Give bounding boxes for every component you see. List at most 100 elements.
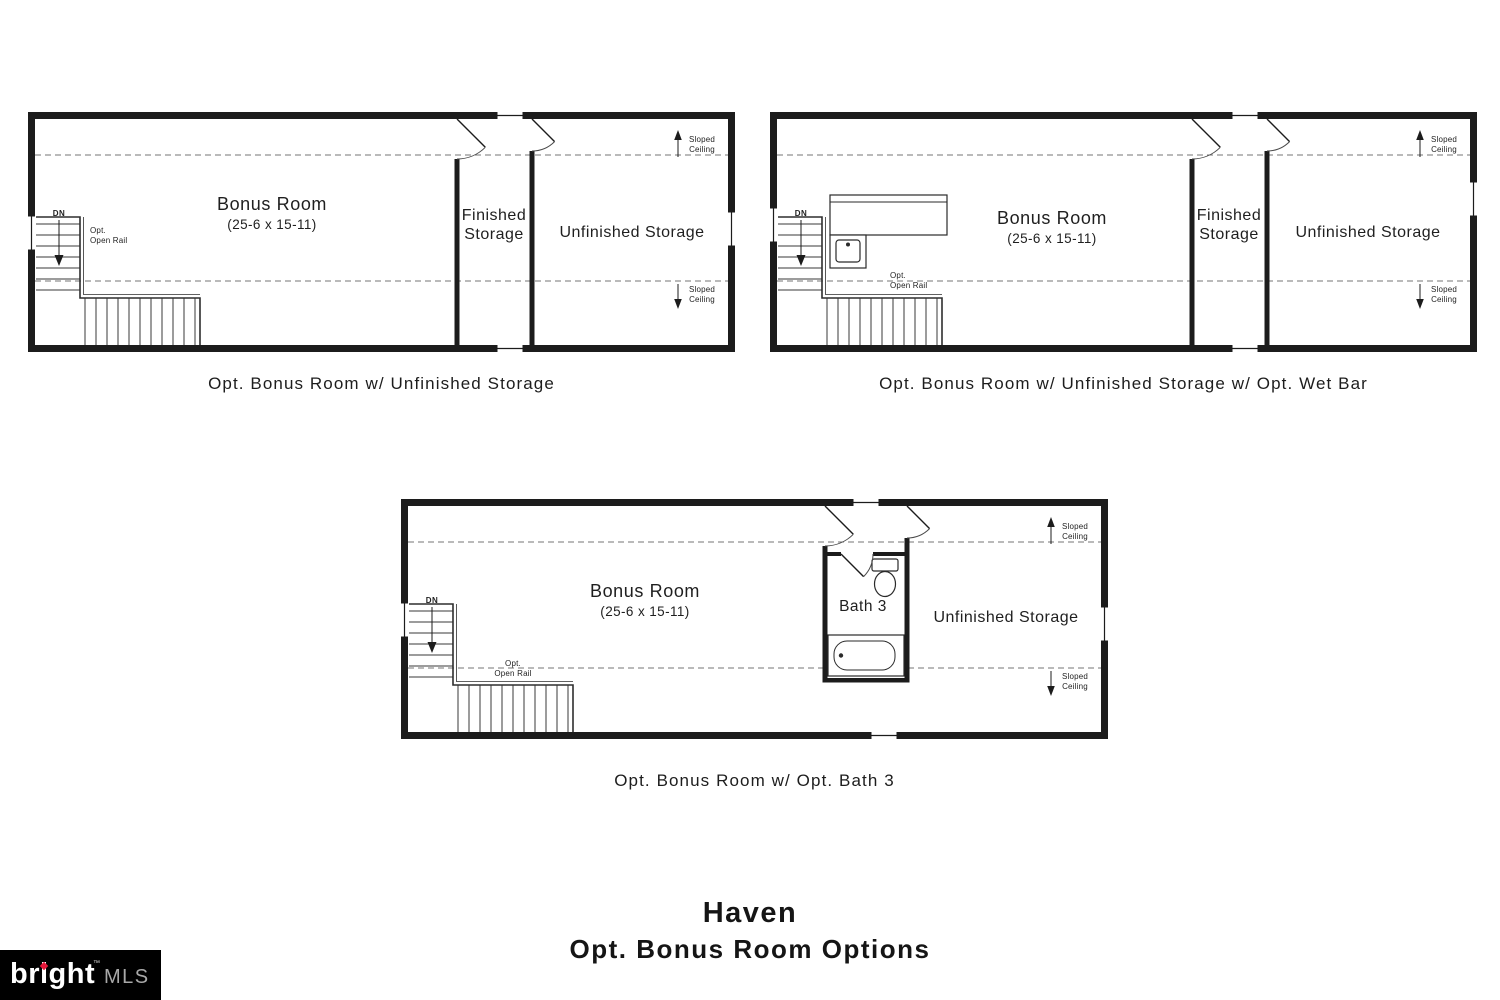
bath-bottom-wall xyxy=(822,678,910,683)
wall-finished-unfinished xyxy=(529,151,535,345)
wall-bath-unfinished xyxy=(904,538,910,680)
door-unfinished-storage xyxy=(531,118,556,152)
floorplan-bonus-room-bath3: DN Opt. Open Rail xyxy=(401,499,1108,739)
svg-text:Sloped: Sloped xyxy=(1062,522,1088,531)
wall-gap-top xyxy=(852,499,880,506)
bonus-room-dims: (25-6 x 15-11) xyxy=(600,604,689,619)
wall-bonus-bath xyxy=(822,546,828,680)
logo-brand-text: bright xyxy=(10,958,96,990)
bonus-room-label: Bonus Room xyxy=(997,208,1107,228)
bath3-label: Bath 3 xyxy=(839,598,887,615)
stair-direction-arrowhead xyxy=(796,255,806,266)
window-left xyxy=(28,215,35,251)
door-unfinished-storage xyxy=(1266,118,1291,152)
sloped-ceiling-note-bottom: Sloped Ceiling xyxy=(674,284,715,309)
toilet-tank xyxy=(871,558,899,572)
wall-gap-bottom xyxy=(870,732,898,739)
plan1-caption: Opt. Bonus Room w/ Unfinished Storage xyxy=(208,374,555,393)
svg-text:Opt.: Opt. xyxy=(505,659,521,668)
window-left xyxy=(401,602,408,638)
bath-top-wall-right xyxy=(873,552,907,556)
wall-finished-unfinished xyxy=(1264,151,1270,345)
sloped-ceiling-note-bottom: Sloped Ceiling xyxy=(1416,284,1457,309)
sloped-ceiling-note-top: Sloped Ceiling xyxy=(1416,130,1457,157)
logo-trademark: ™ xyxy=(93,960,100,967)
plan2-caption: Opt. Bonus Room w/ Unfinished Storage w/… xyxy=(879,374,1368,393)
wall-gap-bottom xyxy=(1231,345,1259,352)
exterior-walls xyxy=(401,499,1108,739)
wall-gap-bottom xyxy=(496,345,524,352)
wall-gap-top xyxy=(1231,112,1259,119)
unfinished-storage-label: Unfinished Storage xyxy=(559,224,704,241)
bright-mls-logo: bright ™ MLS xyxy=(0,950,161,1000)
sloped-ceiling-note-top: Sloped Ceiling xyxy=(674,130,715,157)
unfinished-storage-label: Unfinished Storage xyxy=(1295,224,1440,241)
svg-text:Sloped: Sloped xyxy=(689,135,715,144)
bonus-room-dims: (25-6 x 15-11) xyxy=(227,217,316,232)
stair-rail xyxy=(36,216,201,345)
svg-text:Ceiling: Ceiling xyxy=(1431,295,1457,304)
svg-text:Sloped: Sloped xyxy=(1431,285,1457,294)
door-unfinished-storage xyxy=(906,505,931,539)
sloped-ceiling-note-bottom: Sloped Ceiling xyxy=(1047,671,1088,696)
stair-rail-inner xyxy=(825,217,942,295)
unfinished-storage-label: Unfinished Storage xyxy=(933,609,1078,626)
svg-text:Ceiling: Ceiling xyxy=(1431,145,1457,154)
floorplan-bonus-room-wet-bar: DN Opt. Open Rail xyxy=(770,112,1477,352)
page-subtitle: Opt. Bonus Room Options xyxy=(569,934,931,964)
bathtub-inner xyxy=(833,640,896,671)
svg-text:Sloped: Sloped xyxy=(1431,135,1457,144)
staircase xyxy=(409,603,574,732)
bonus-room-label: Bonus Room xyxy=(590,581,700,601)
window-right xyxy=(728,211,735,247)
logo-mls-text: MLS xyxy=(104,966,150,988)
wet-bar xyxy=(829,194,948,269)
plan3-caption: Opt. Bonus Room w/ Opt. Bath 3 xyxy=(614,771,895,790)
svg-text:Open Rail: Open Rail xyxy=(494,669,531,678)
finished-storage-label-2: Storage xyxy=(1199,226,1259,243)
svg-text:Opt.: Opt. xyxy=(90,226,106,235)
bathtub-faucet xyxy=(838,653,844,658)
finished-storage-label-1: Finished xyxy=(1197,207,1261,224)
stair-treads-lower xyxy=(457,685,569,732)
svg-text:Ceiling: Ceiling xyxy=(689,295,715,304)
wall-bonus-finished xyxy=(1189,159,1195,345)
finished-storage-label-1: Finished xyxy=(462,207,526,224)
door-finished-storage xyxy=(1191,118,1221,160)
dn-label: DN xyxy=(795,209,808,218)
svg-text:Sloped: Sloped xyxy=(1062,672,1088,681)
bonus-room-dims: (25-6 x 15-11) xyxy=(1007,231,1096,246)
wall-gap-top xyxy=(496,112,524,119)
window-right xyxy=(1470,181,1477,217)
sloped-ceiling-note-top: Sloped Ceiling xyxy=(1047,517,1088,544)
staircase xyxy=(36,216,201,345)
stair-rail xyxy=(778,216,943,345)
svg-text:Open Rail: Open Rail xyxy=(890,281,927,290)
dn-label: DN xyxy=(53,209,66,218)
toilet-bowl xyxy=(873,570,897,598)
door-bath xyxy=(840,553,874,578)
door-bath-vestibule xyxy=(824,505,854,547)
stair-treads-lower xyxy=(84,298,196,345)
floorplan-bonus-room-unfinished-storage: DN Opt. Open Rail xyxy=(28,112,735,352)
open-rail-label: Opt. Open Rail xyxy=(494,659,531,678)
stair-direction-arrowhead xyxy=(427,642,437,653)
staircase xyxy=(778,216,943,345)
stair-direction-arrowhead xyxy=(54,255,64,266)
bath-walls xyxy=(822,538,910,683)
svg-text:Ceiling: Ceiling xyxy=(1062,682,1088,691)
stair-rail-inner xyxy=(456,604,573,682)
svg-text:Ceiling: Ceiling xyxy=(1062,532,1088,541)
svg-text:Opt.: Opt. xyxy=(890,271,906,280)
plan-name-title: Haven xyxy=(702,897,798,929)
stair-rail xyxy=(409,603,574,732)
dn-label: DN xyxy=(426,596,439,605)
finished-storage-label-2: Storage xyxy=(464,226,524,243)
wet-bar-faucet xyxy=(846,242,850,247)
exterior-walls xyxy=(770,112,1477,352)
open-rail-label: Opt. Open Rail xyxy=(890,271,927,290)
bath-top-wall-left xyxy=(825,552,841,556)
bathroom-fixtures xyxy=(827,558,905,677)
svg-text:Ceiling: Ceiling xyxy=(689,145,715,154)
